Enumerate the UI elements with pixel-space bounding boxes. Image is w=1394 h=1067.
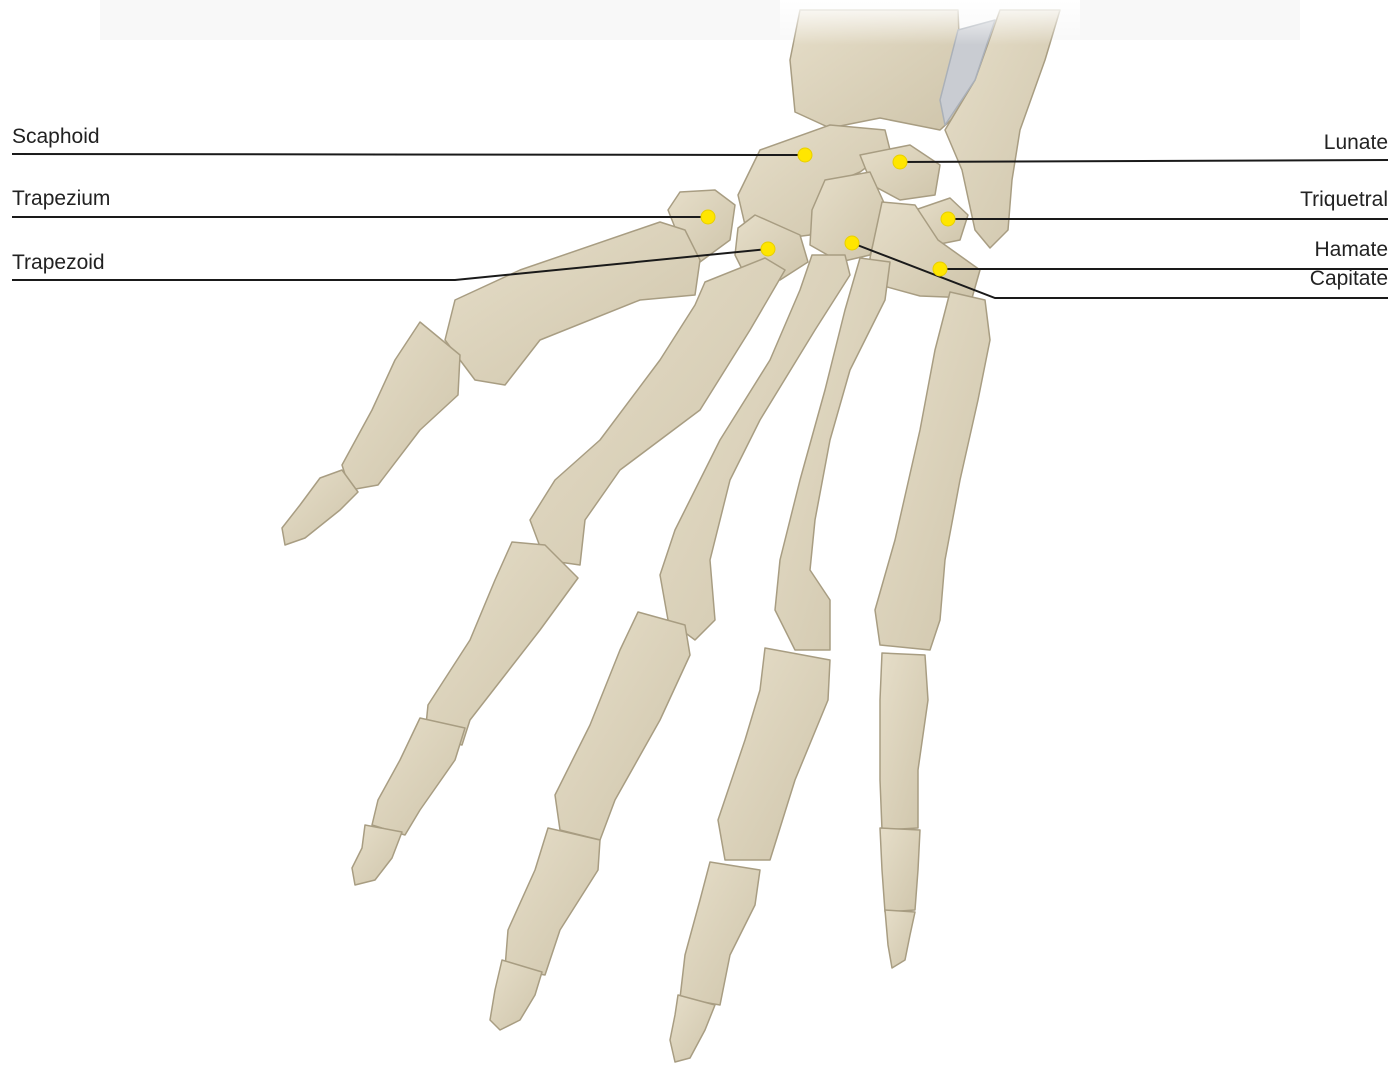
middle-distal-phalanx (490, 960, 542, 1030)
label-hamate: Hamate (1314, 239, 1388, 260)
index-proximal-phalanx (425, 542, 578, 745)
middle-proximal-phalanx (555, 612, 690, 840)
middle-middle-phalanx (505, 828, 600, 975)
marker-scaphoid (798, 148, 812, 162)
marker-trapezoid (761, 242, 775, 256)
little-distal-phalanx (885, 910, 915, 968)
marker-triquetral (941, 212, 955, 226)
little-metacarpal (875, 292, 990, 650)
top-fade (780, 0, 1080, 45)
label-trapezoid: Trapezoid (12, 252, 105, 273)
label-capitate: Capitate (1310, 268, 1388, 289)
thumb-proximal-phalanx (342, 322, 460, 490)
marker-capitate (845, 236, 859, 250)
marker-lunate (893, 155, 907, 169)
label-triquetral: Triquetral (1300, 189, 1388, 210)
thumb-distal-phalanx (282, 470, 358, 545)
little-middle-phalanx (880, 828, 920, 912)
bones-group (282, 10, 1060, 1062)
ring-distal-phalanx (670, 995, 715, 1062)
marker-hamate (933, 262, 947, 276)
ring-middle-phalanx (680, 862, 760, 1005)
leader-line-scaphoid (12, 154, 805, 155)
label-scaphoid: Scaphoid (12, 126, 100, 147)
little-proximal-phalanx (880, 653, 928, 830)
top-shadow-band (100, 0, 1300, 40)
index-distal-phalanx (352, 825, 402, 885)
label-trapezium: Trapezium (12, 188, 110, 209)
marker-trapezium (701, 210, 715, 224)
label-lunate: Lunate (1324, 132, 1388, 153)
ring-proximal-phalanx (718, 648, 830, 860)
index-middle-phalanx (372, 718, 465, 835)
